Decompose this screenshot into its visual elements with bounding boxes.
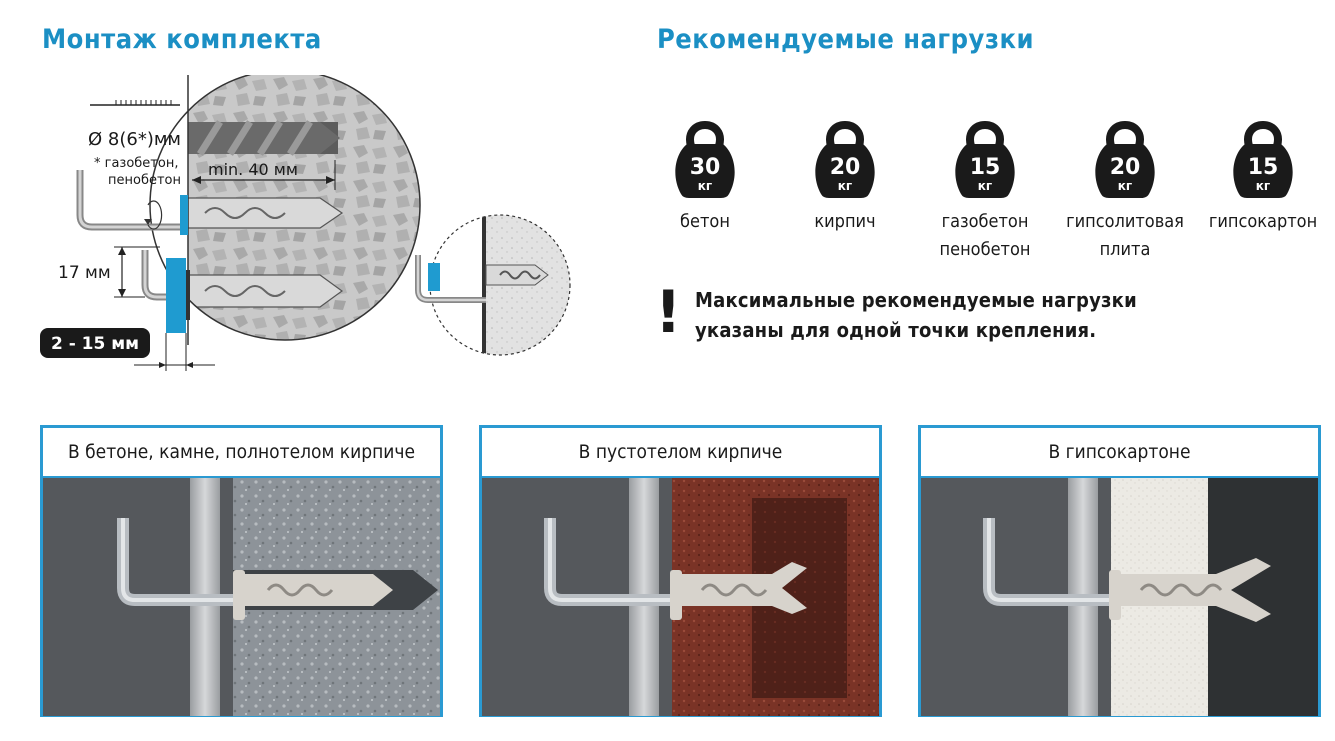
weight-unit: кг (838, 179, 852, 193)
weight-value: 15 (970, 155, 1001, 180)
exclamation-icon: ! (655, 278, 682, 346)
weight-label-line2: пенобетон (939, 239, 1031, 260)
panel-title: В гипсокартоне (921, 428, 1318, 478)
note-line2: указаны для одной точки крепления. (695, 318, 1097, 342)
weight-unit: кг (1256, 179, 1270, 193)
depth-label: min. 40 мм (208, 160, 298, 179)
panel-title: В пустотелом кирпиче (482, 428, 879, 478)
weight-value: 20 (830, 155, 861, 180)
panel-title: В бетоне, камне, полнотелом кирпиче (43, 428, 440, 478)
weight-unit: кг (1118, 179, 1132, 193)
weight-item-gypsum-slab: 20 кг гипсолитовая плита (1060, 116, 1190, 264)
weight-label: гипсокартон (1208, 211, 1318, 232)
concrete-illustration (43, 478, 440, 716)
diameter-note-line2: пенобетон (108, 173, 181, 188)
kettlebell-icon: 15 кг (955, 121, 1015, 198)
drywall-illustration (921, 478, 1318, 716)
panel-concrete: В бетоне, камне, полнотелом кирпиче (40, 425, 443, 717)
weight-label: гипсолитовая (1066, 211, 1184, 232)
thickness-badge: 2 - 15 мм (51, 334, 139, 354)
weight-label: бетон (680, 211, 730, 232)
weight-label-line2: плита (1099, 239, 1151, 260)
weight-value: 20 (1110, 155, 1141, 180)
kettlebell-icon: 15 кг (1233, 121, 1293, 198)
loads-title: Рекомендуемые нагрузки (657, 24, 1034, 55)
weight-item-brick: 20 кг кирпич (780, 116, 910, 236)
kettlebell-icon: 20 кг (1095, 121, 1155, 198)
height-label: 17 мм (58, 263, 111, 283)
weight-unit: кг (978, 179, 992, 193)
weight-item-aerated-concrete: 15 кг газобетон пенобетон (920, 116, 1050, 264)
mounting-diagram: Ø 8(6*)мм * газобетон, пенобетон min. 40… (40, 75, 571, 371)
weight-item-drywall: 15 кг гипсокартон (1198, 116, 1328, 236)
mounting-title: Монтаж комплекта (42, 24, 322, 55)
kettlebell-icon: 30 кг (675, 121, 735, 198)
weight-value: 15 (1248, 155, 1279, 180)
weight-label: газобетон (941, 211, 1029, 232)
diameter-label: Ø 8(6*)мм (88, 129, 181, 150)
weight-value: 30 (690, 155, 721, 180)
diameter-note-line1: * газобетон, (94, 156, 178, 171)
hollow-brick-illustration (482, 478, 879, 716)
panel-hollow-brick: В пустотелом кирпиче (479, 425, 882, 717)
weight-item-concrete: 30 кг бетон (640, 116, 770, 236)
note-line1: Максимальные рекомендуемые нагрузки (695, 288, 1137, 312)
weight-list: 30 кг бетон 20 кг кирпич 15 кг газобетон… (640, 116, 1330, 266)
panel-drywall: В гипсокартоне (918, 425, 1321, 717)
weight-label: кирпич (814, 211, 876, 232)
kettlebell-icon: 20 кг (815, 121, 875, 198)
weight-unit: кг (698, 179, 712, 193)
